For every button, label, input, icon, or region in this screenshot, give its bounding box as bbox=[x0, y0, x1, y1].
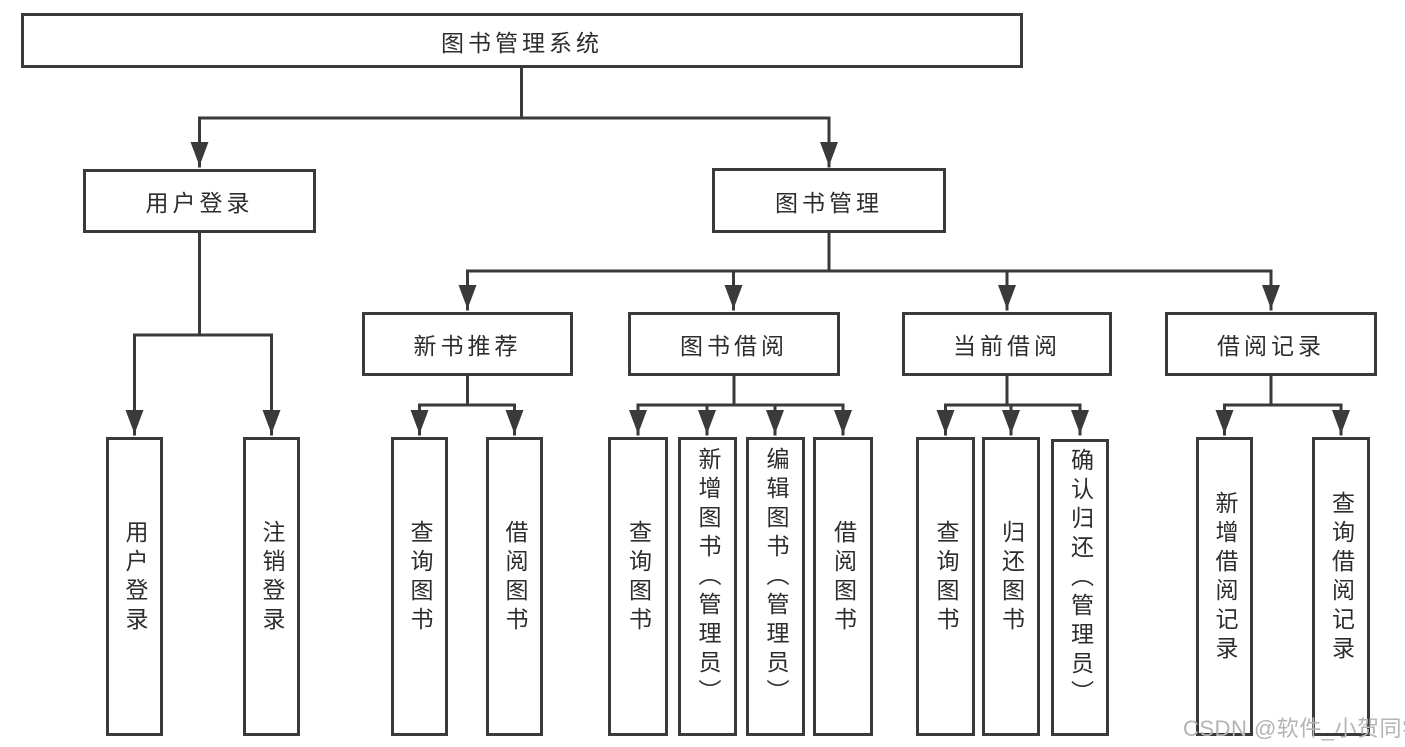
leaf-user-login: 用户登录 bbox=[106, 437, 163, 736]
edge-book-borrow-trunk bbox=[636, 374, 845, 407]
leaf-nb-borrow-books: 借阅图书 bbox=[486, 437, 543, 736]
leaf-nb-query-books-label: 查询图书 bbox=[407, 519, 433, 636]
leaf-user-login-label: 用户登录 bbox=[122, 519, 148, 636]
leaf-bb-edit-books-admin-label: 编辑图书（管理员） bbox=[763, 447, 789, 708]
node-book-borrow-label: 图书借阅 bbox=[680, 333, 788, 359]
edge-current-borrow-trunk bbox=[944, 374, 1082, 407]
node-book-management: 图书管理 bbox=[712, 168, 946, 233]
node-book-management-label: 图书管理 bbox=[775, 189, 883, 216]
leaf-cb-query-books: 查询图书 bbox=[916, 437, 975, 736]
leaf-bb-add-books-admin: 新增图书（管理员） bbox=[678, 437, 737, 736]
node-current-borrow-label: 当前借阅 bbox=[953, 333, 1061, 359]
edge-root-trunk bbox=[198, 65, 831, 120]
leaf-logout-label: 注销登录 bbox=[259, 519, 285, 636]
leaf-br-query-record: 查询借阅记录 bbox=[1312, 437, 1370, 736]
leaf-cb-confirm-return-admin: 确认归还（管理员） bbox=[1051, 439, 1109, 736]
node-user-login-label: 用户登录 bbox=[145, 190, 254, 216]
node-book-borrow: 图书借阅 bbox=[628, 312, 840, 376]
edge-user-login-trunk bbox=[133, 230, 273, 337]
leaf-cb-confirm-return-admin-label: 确认归还（管理员） bbox=[1067, 448, 1094, 709]
leaf-br-add-record-label: 新增借阅记录 bbox=[1212, 490, 1238, 665]
leaf-bb-query-books: 查询图书 bbox=[608, 437, 668, 736]
edge-new-book-trunk bbox=[418, 374, 516, 407]
leaf-bb-add-books-admin-label: 新增图书（管理员） bbox=[695, 447, 721, 708]
node-library-system-label: 图书管理系统 bbox=[441, 29, 603, 56]
leaf-bb-borrow-books-label: 借阅图书 bbox=[830, 519, 857, 636]
node-new-book-recommend: 新书推荐 bbox=[362, 312, 573, 376]
edge-borrow-records-trunk bbox=[1223, 374, 1343, 407]
leaf-br-query-record-label: 查询借阅记录 bbox=[1328, 490, 1355, 665]
leaf-cb-query-books-label: 查询图书 bbox=[933, 519, 959, 636]
leaf-logout: 注销登录 bbox=[243, 437, 300, 736]
node-borrow-records-label: 借阅记录 bbox=[1217, 333, 1325, 359]
watermark: CSDN @软件_小贺同学 bbox=[1183, 716, 1405, 741]
leaf-nb-query-books: 查询图书 bbox=[391, 437, 448, 736]
node-new-book-recommend-label: 新书推荐 bbox=[413, 333, 522, 359]
leaf-cb-return-books-label: 归还图书 bbox=[998, 519, 1025, 636]
edge-book-management-trunk bbox=[466, 230, 1273, 273]
leaf-br-add-record: 新增借阅记录 bbox=[1196, 437, 1253, 736]
leaf-cb-return-books: 归还图书 bbox=[982, 437, 1040, 736]
leaf-bb-borrow-books: 借阅图书 bbox=[813, 437, 873, 736]
node-user-login: 用户登录 bbox=[83, 169, 316, 233]
leaf-nb-borrow-books-label: 借阅图书 bbox=[502, 519, 528, 636]
node-current-borrow: 当前借阅 bbox=[902, 312, 1112, 376]
leaf-bb-edit-books-admin: 编辑图书（管理员） bbox=[746, 437, 805, 736]
node-library-system: 图书管理系统 bbox=[21, 13, 1023, 68]
node-borrow-records: 借阅记录 bbox=[1165, 312, 1377, 376]
leaf-bb-query-books-label: 查询图书 bbox=[625, 519, 652, 636]
